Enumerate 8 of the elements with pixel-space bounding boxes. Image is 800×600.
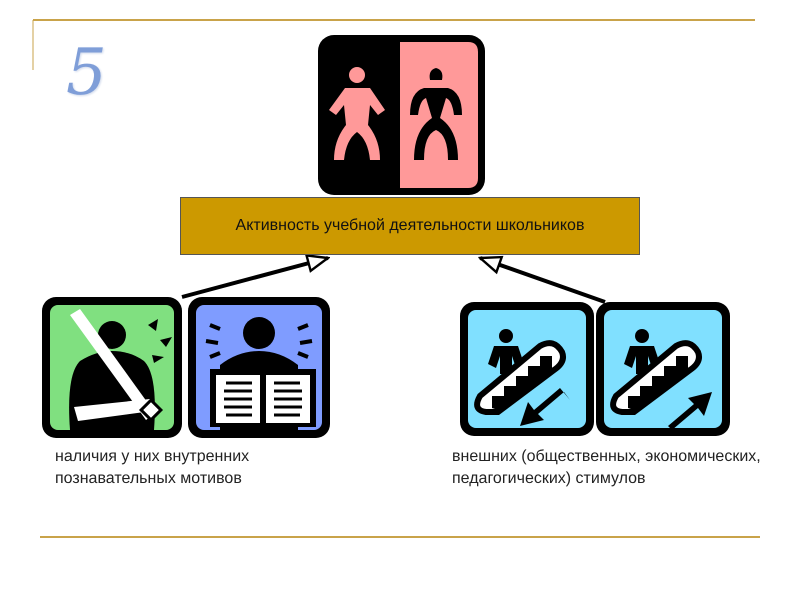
arrow (479, 256, 606, 304)
pictogram-drawing (458, 300, 730, 438)
slide-number: 5 (66, 36, 107, 110)
caption-text: наличия у них внутренних познавательных мотивов (55, 447, 250, 489)
caption-text: внешних (общественных, экономических, педагогических) стимулов (452, 447, 762, 489)
arrow (181, 254, 330, 299)
pictogram-drawing (40, 295, 332, 440)
process-box: Активность учебной деятельности школьников (180, 197, 640, 255)
